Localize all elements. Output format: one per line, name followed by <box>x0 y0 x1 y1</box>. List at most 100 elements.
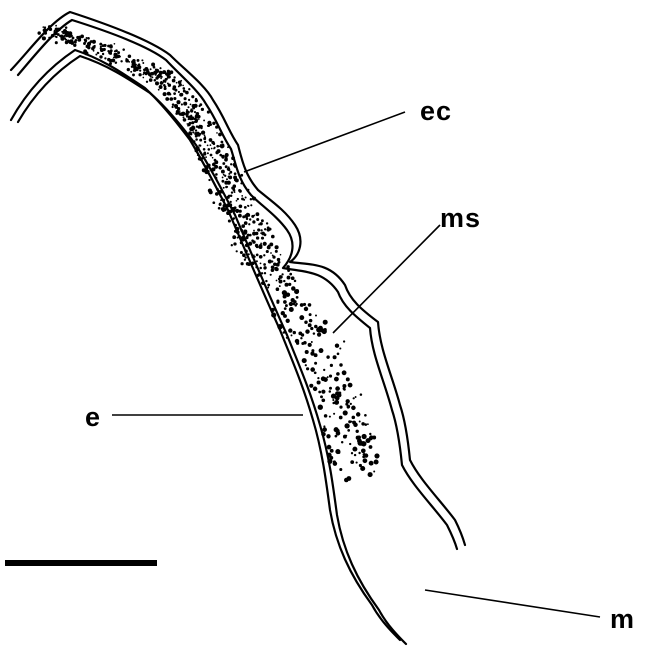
stipple-dot <box>221 141 224 144</box>
stipple-dot <box>192 129 194 131</box>
stipple-dot <box>343 410 348 415</box>
stipple-dot <box>277 324 282 329</box>
stipple-dot <box>181 103 183 105</box>
stipple-dot <box>53 31 55 33</box>
stipple-dot <box>114 43 116 45</box>
stipple-dot <box>300 303 304 307</box>
stipple-dot <box>334 377 339 382</box>
stipple-dot <box>209 190 213 194</box>
stipple-dot <box>342 370 347 375</box>
stipple-dot <box>216 149 220 153</box>
stipple-dot <box>183 116 185 118</box>
stipple-dot <box>211 148 213 150</box>
stipple-dot <box>109 62 112 65</box>
stipple-dot <box>332 399 334 401</box>
stipple-dot <box>117 51 120 54</box>
stipple-dot <box>261 237 264 240</box>
stipple-dot <box>128 55 132 59</box>
stipple-dot <box>271 308 275 312</box>
stipple-dot <box>374 460 379 465</box>
stipple-dot <box>358 452 360 454</box>
stipple-dot <box>64 35 66 37</box>
stipple-dot <box>304 307 308 311</box>
stipple-dot <box>350 460 354 464</box>
stipple-dot <box>341 441 343 443</box>
stipple-dot <box>291 276 295 280</box>
stipple-dot <box>339 363 342 366</box>
stipple-dot <box>259 267 262 270</box>
stipple-dot <box>313 332 315 334</box>
stipple-dot <box>163 92 167 96</box>
stipple-dot <box>253 215 255 217</box>
stipple-dot <box>335 344 339 348</box>
stipple-dot <box>173 92 176 95</box>
stipple-dot <box>178 91 180 93</box>
stipple-dot <box>321 432 326 437</box>
stipple-dot <box>83 49 87 53</box>
stipple-dot <box>198 105 200 107</box>
stipple-dot <box>113 56 115 58</box>
stipple-dot <box>352 416 356 420</box>
stipple-dot <box>305 350 309 354</box>
stipple-dot <box>311 349 314 352</box>
stipple-dot <box>204 141 206 143</box>
stipple-dot <box>276 301 279 304</box>
stipple-dot <box>236 250 238 252</box>
stipple-dot <box>100 47 102 49</box>
stipple-dot <box>189 116 192 119</box>
stipple-dot <box>225 186 228 189</box>
stipple-dot <box>278 261 281 264</box>
stipple-dot <box>369 433 371 435</box>
stipple-dot <box>253 230 255 232</box>
leader-line-ms <box>333 225 440 333</box>
stipple-dot <box>274 267 278 271</box>
stipple-dot <box>310 327 313 330</box>
stipple-dot <box>228 175 232 179</box>
stipple-dot <box>343 340 345 342</box>
stipple-dot <box>216 132 218 134</box>
stipple-dot <box>293 331 296 334</box>
stipple-dot <box>264 272 266 274</box>
stipple-dot <box>303 341 307 345</box>
stipple-dot <box>329 375 332 378</box>
stipple-dot <box>247 205 249 207</box>
stipple-dot <box>356 430 359 433</box>
stipple-dot <box>266 250 269 253</box>
stipple-dot <box>193 140 195 142</box>
stipple-dot <box>103 44 106 47</box>
stipple-dot <box>60 35 63 38</box>
stipple-dot <box>135 68 138 71</box>
stipple-dot <box>66 41 68 43</box>
stipple-dot <box>278 279 282 283</box>
stipple-dot <box>242 238 245 241</box>
stipple-dot <box>177 107 180 110</box>
stipple-dot <box>213 162 216 165</box>
stipple-dot <box>333 413 335 415</box>
stipple-dot <box>360 393 363 396</box>
stipple-dot <box>212 157 214 159</box>
stipple-dot <box>360 443 363 446</box>
stipple-dot <box>241 197 244 200</box>
stipple-dot <box>244 259 246 261</box>
stipple-dot <box>231 191 233 193</box>
stipple-dot <box>246 236 249 239</box>
stipple-dot <box>347 476 352 481</box>
stipple-dot <box>246 213 249 216</box>
stipple-dot <box>95 53 97 55</box>
stipple-dot <box>207 111 210 114</box>
stipple-dot <box>188 99 190 101</box>
stipple-dot <box>215 126 218 129</box>
stipple-dot <box>257 274 260 277</box>
stipple-dot <box>109 44 112 47</box>
stipple-dot <box>268 260 272 264</box>
stipple-dot <box>223 187 225 189</box>
stipple-dot <box>114 50 116 52</box>
stipple-dot <box>196 125 198 127</box>
stipple-dot <box>184 97 187 100</box>
stipple-dot <box>261 272 263 274</box>
stipple-dot <box>155 74 157 76</box>
stipple-dot <box>190 104 192 106</box>
stipple-dot <box>215 173 218 176</box>
stipple-dot <box>276 287 280 291</box>
stipple-dot <box>188 131 192 135</box>
